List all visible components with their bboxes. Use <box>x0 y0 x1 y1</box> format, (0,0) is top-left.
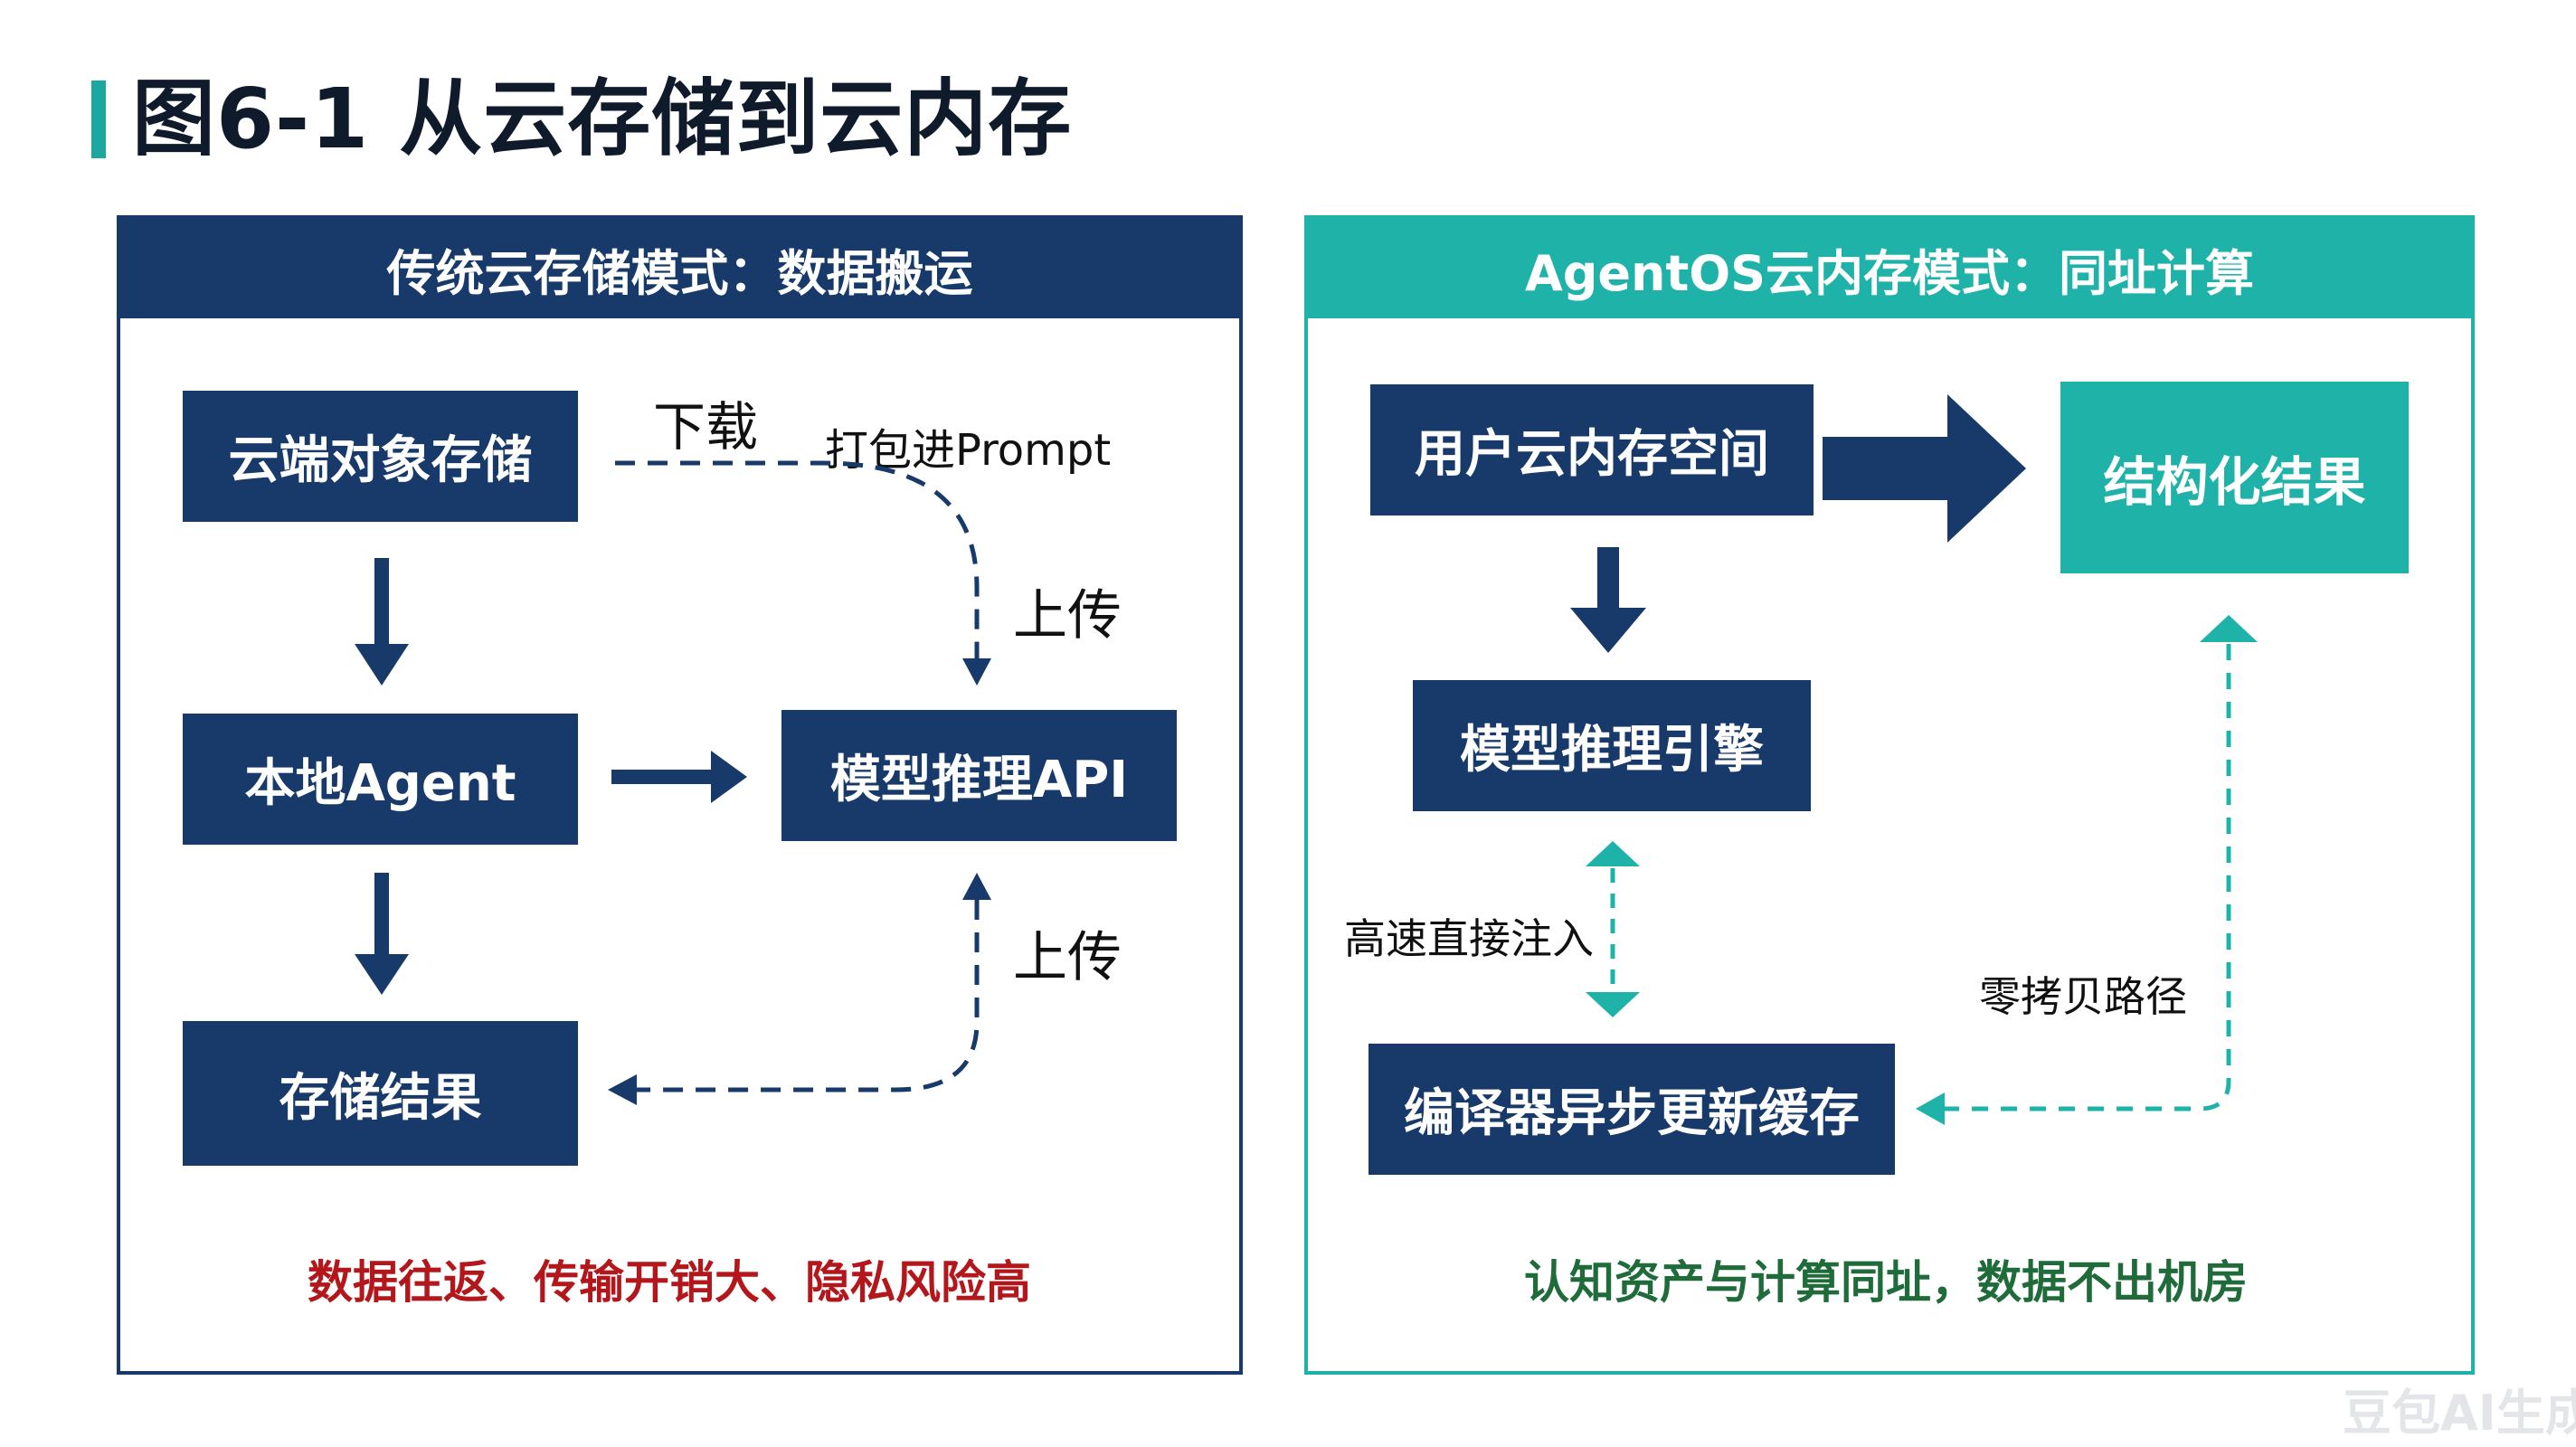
label-zero-copy-path: 零拷贝路径 <box>1979 972 2187 1021</box>
left-footer-warning: 数据往返、传输开销大、隐私风险高 <box>308 1256 1031 1309</box>
upload-arrowhead <box>962 873 991 900</box>
node-user-cloud-memory: 用户云内存空间 <box>1370 384 1814 515</box>
arrow-agent-to-api <box>611 751 747 803</box>
dashed-path-zero-copy <box>1945 644 2231 1111</box>
arrow-memory-to-engine <box>1570 547 1646 653</box>
dashed-path-download <box>615 460 980 665</box>
node-cloud-object-storage: 云端对象存储 <box>183 391 578 522</box>
arrow-storage-to-agent <box>355 558 409 686</box>
watermark: 豆包AI生成 <box>2343 1385 2576 1442</box>
inject-arrowhead-down <box>1586 992 1640 1017</box>
right-footer-note: 认知资产与计算同址，数据不出机房 <box>1524 1256 2248 1309</box>
title-accent-bar <box>91 80 106 158</box>
left-panel-header: 传统云存储模式：数据搬运 <box>120 219 1239 318</box>
zero-copy-arrowhead-left <box>1916 1092 1945 1125</box>
dashed-path-upload-return <box>633 900 980 1092</box>
node-inference-engine: 模型推理引擎 <box>1413 680 1811 811</box>
page-title: 图6-1 从云存储到云内存 <box>132 71 1073 167</box>
label-download: 下载 <box>653 396 759 458</box>
label-fast-direct-inject: 高速直接注入 <box>1344 914 1594 963</box>
label-pack-into-prompt: 打包进Prompt <box>825 425 1112 476</box>
arrow-memory-to-result <box>1823 394 2026 543</box>
node-structured-result: 结构化结果 <box>2060 382 2409 573</box>
node-model-inference-api: 模型推理API <box>781 710 1177 841</box>
zero-copy-arrowhead-up <box>2200 615 2258 642</box>
label-upload-bottom: 上传 <box>1013 926 1122 989</box>
inject-arrowhead-up <box>1586 841 1640 866</box>
node-local-agent: 本地Agent <box>183 714 578 845</box>
node-compiler-async-cache: 编译器异步更新缓存 <box>1368 1044 1895 1175</box>
label-upload-top: 上传 <box>1013 584 1122 648</box>
download-arrowhead <box>962 658 991 686</box>
node-store-result: 存储结果 <box>183 1021 578 1166</box>
arrow-agent-to-result <box>355 873 409 995</box>
right-panel-header: AgentOS云内存模式：同址计算 <box>1308 219 2471 318</box>
return-arrowhead <box>608 1074 637 1105</box>
